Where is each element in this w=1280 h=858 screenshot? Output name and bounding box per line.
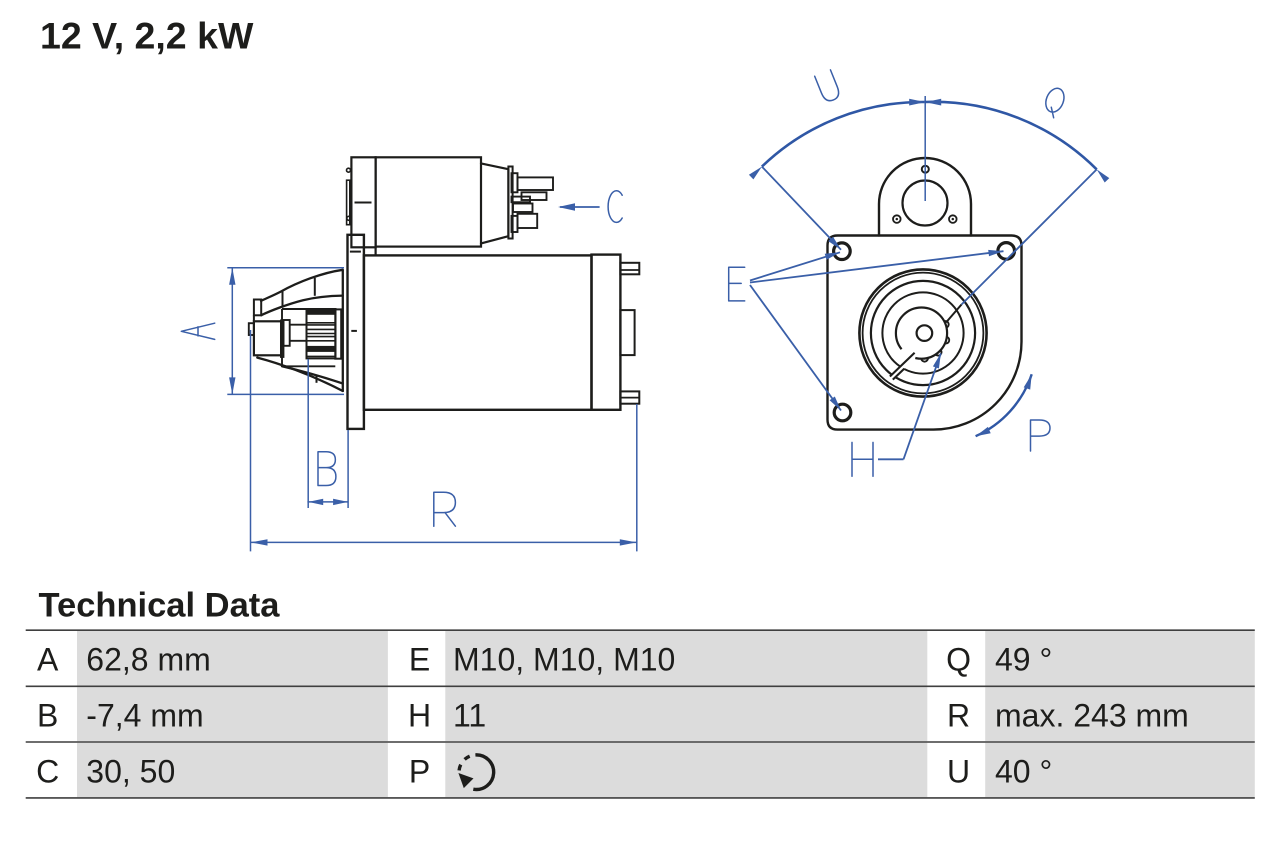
svg-text:M10, M10, M10: M10, M10, M10: [453, 642, 675, 678]
svg-text:Q: Q: [946, 642, 971, 678]
svg-text:H: H: [408, 698, 431, 734]
svg-text:U: U: [947, 753, 970, 789]
svg-text:12 V, 2,2 kW: 12 V, 2,2 kW: [40, 15, 254, 57]
svg-text:11: 11: [453, 698, 486, 734]
svg-text:E: E: [409, 642, 430, 678]
svg-text:B: B: [37, 698, 58, 734]
svg-text:Technical Data: Technical Data: [39, 587, 281, 625]
svg-text:A: A: [37, 642, 59, 678]
svg-text:C: C: [36, 753, 59, 789]
svg-text:30, 50: 30, 50: [86, 753, 175, 789]
svg-text:49 °: 49 °: [995, 642, 1052, 678]
svg-text:-7,4 mm: -7,4 mm: [86, 698, 203, 734]
svg-text:40 °: 40 °: [995, 753, 1052, 789]
svg-text:62,8 mm: 62,8 mm: [86, 642, 210, 678]
svg-text:P: P: [409, 753, 430, 789]
svg-text:R: R: [947, 698, 970, 734]
svg-text:max. 243 mm: max. 243 mm: [995, 698, 1189, 734]
